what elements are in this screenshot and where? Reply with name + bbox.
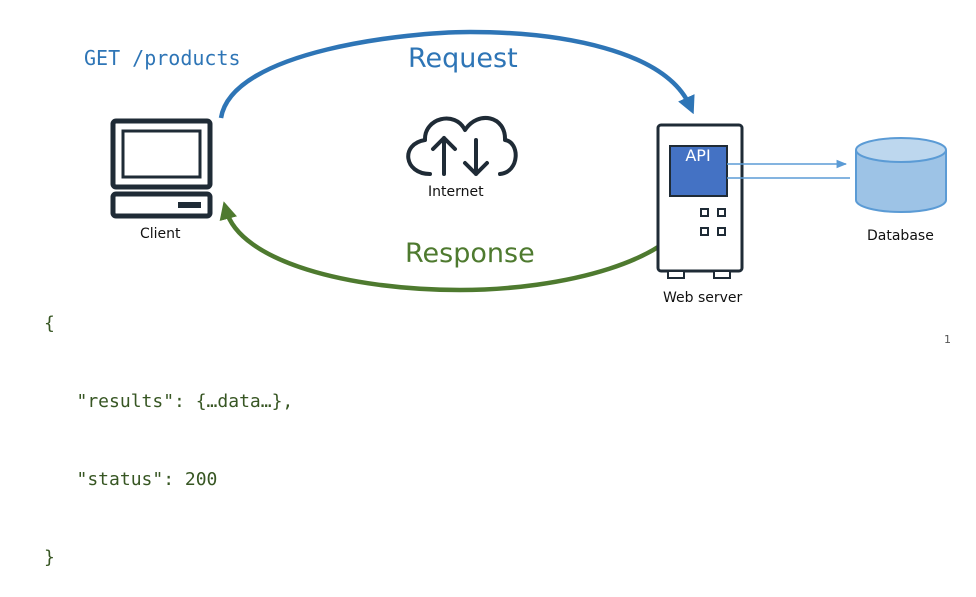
internet-label: Internet bbox=[428, 184, 484, 200]
response-label: Response bbox=[405, 238, 535, 269]
response-arrow bbox=[219, 201, 697, 293]
json-line: "status": 200 bbox=[44, 469, 218, 490]
request-label: Request bbox=[408, 43, 518, 74]
request-code: GET /products bbox=[84, 46, 241, 70]
response-json: { "results": {…data…}, "status": 200 } bbox=[44, 259, 293, 597]
api-box bbox=[669, 145, 728, 197]
database-label: Database bbox=[867, 228, 934, 244]
web-server-label: Web server bbox=[663, 290, 743, 306]
json-line: { bbox=[44, 313, 55, 334]
diagram-canvas bbox=[110, 29, 947, 293]
page-number: 1 bbox=[944, 333, 951, 346]
client-label: Client bbox=[140, 226, 181, 242]
api-label: API bbox=[685, 146, 711, 165]
computer-icon bbox=[110, 118, 213, 219]
request-arrow bbox=[218, 29, 695, 119]
database-cylinder-icon bbox=[855, 137, 947, 213]
cloud-sync-icon bbox=[406, 116, 518, 176]
json-line: } bbox=[44, 547, 55, 568]
json-line: "results": {…data…}, bbox=[44, 391, 294, 412]
